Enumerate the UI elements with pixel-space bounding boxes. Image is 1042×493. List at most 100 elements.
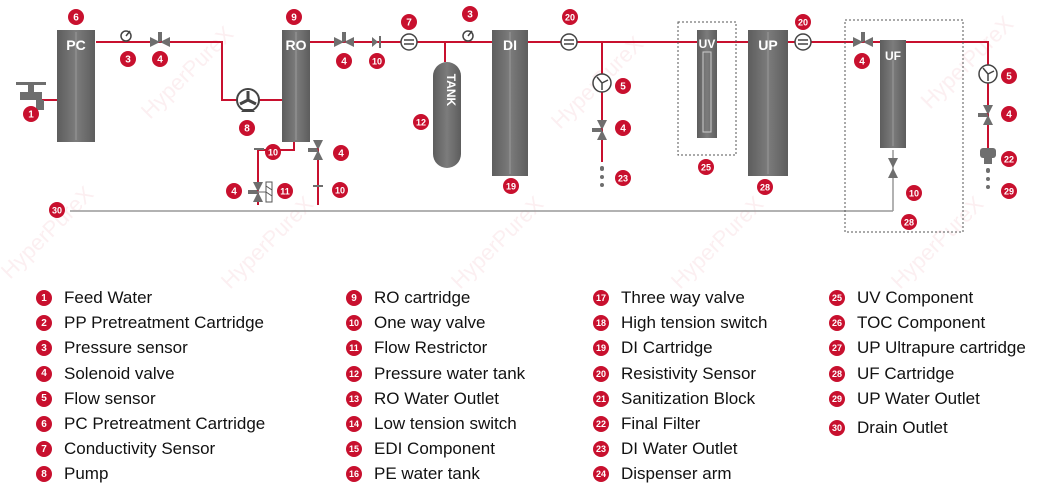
up-outlet-drops-icon: [986, 168, 990, 189]
legend-item: 5 Flow sensor: [36, 389, 156, 409]
legend-number-badge: 14: [346, 416, 362, 432]
marker-number: 29: [1004, 187, 1014, 197]
marker-number: 9: [291, 13, 297, 24]
solenoid-valve-icon: [334, 32, 354, 47]
legend-label: Flow sensor: [64, 388, 156, 408]
legend-item: 6 PC Pretreatment Cartridge: [36, 414, 265, 434]
legend-item: 14 Low tension switch: [346, 414, 517, 434]
pressure-tank: TANK: [433, 62, 461, 168]
legend-label: Conductivity Sensor: [64, 439, 216, 459]
legend-label: Flow Restrictor: [374, 338, 488, 358]
ro-cartridge: RO: [282, 30, 310, 142]
legend-label: Feed Water: [64, 288, 153, 307]
svg-text:HyperPureX: HyperPureX: [216, 191, 319, 290]
marker-drain-valve: 4: [226, 183, 242, 199]
marker-restrictor: 11: [277, 183, 293, 199]
legend-label: UP Water Outlet: [857, 388, 980, 408]
conductivity-sensor-icon: [400, 33, 418, 51]
legend-label: TOC Component: [857, 313, 986, 333]
legend-label: High tension switch: [621, 313, 768, 333]
legend-label: PC Pretreatment Cartridge: [64, 414, 266, 433]
marker-p-sensor-1: 3: [120, 51, 136, 67]
outlet-drops: [600, 166, 990, 189]
marker-uf-oneway: 10: [906, 185, 922, 201]
marker-up-bottom: 28: [757, 179, 773, 195]
legend-label: Final Filter: [621, 414, 701, 433]
up-cartridge: UP: [748, 30, 788, 176]
legend-label: Pressure water tank: [374, 363, 526, 383]
marker-ro-oneway-2: 10: [265, 144, 281, 160]
marker-number: 4: [338, 149, 344, 160]
legend-number-badge: 12: [346, 365, 362, 382]
marker-number: 5: [1006, 72, 1012, 83]
legend-number-badge: 2: [36, 315, 52, 332]
svg-text:HyperPureX: HyperPureX: [666, 191, 769, 290]
uv-component: UV: [697, 30, 717, 138]
marker-cond: 7: [401, 14, 417, 30]
legend-label: Pressure sensor: [64, 338, 188, 358]
legend-label: Low tension switch: [374, 414, 517, 433]
final-filter-icon: [980, 148, 996, 164]
pc-cartridge: PC: [57, 30, 95, 142]
marker-ro-valve-4: 4: [333, 145, 349, 161]
marker-valve-1: 4: [152, 51, 168, 67]
one-way-valve-icon: [372, 36, 381, 48]
marker-number: 8: [244, 124, 250, 135]
legend-number-badge: 20: [593, 365, 609, 382]
legend-item: 2 PP Pretreatment Cartridge: [36, 313, 264, 333]
marker-number: 10: [909, 189, 919, 199]
marker-oneway-1: 10: [369, 53, 385, 69]
legend-label: Dispenser arm: [621, 464, 732, 484]
legend-number-badge: 28: [829, 365, 845, 382]
marker-flow-1: 5: [615, 78, 631, 94]
marker-valve-2: 4: [336, 53, 352, 69]
marker-valve-6: 4: [1001, 106, 1017, 122]
marker-number: 3: [125, 55, 131, 66]
legend-number-badge: 6: [36, 416, 52, 432]
svg-text:HyperPureX: HyperPureX: [0, 181, 98, 284]
marker-number: 28: [904, 218, 914, 228]
solenoid-valve-icon: [978, 105, 993, 125]
marker-res-1: 20: [562, 9, 578, 25]
resistivity-sensor-icon: [560, 33, 578, 51]
svg-text:HyperPureX: HyperPureX: [916, 11, 1019, 114]
flow-sensor-icon: [978, 64, 998, 84]
legend-item: 20 Resistivity Sensor: [593, 364, 756, 384]
pressure-sensor-icon: [462, 30, 474, 42]
legend-number-badge: 29: [829, 390, 845, 407]
marker-di-outlet: 23: [615, 170, 631, 186]
legend-number-badge: 5: [36, 390, 52, 407]
legend-label: PP Pretreatment Cartridge: [64, 313, 264, 333]
marker-number: 20: [798, 18, 808, 28]
legend-number-badge: 11: [346, 340, 362, 357]
legend-number-badge: 17: [593, 290, 609, 306]
marker-ro-top: 9: [286, 9, 302, 25]
flow-restrictor-icon: [265, 181, 273, 203]
solenoid-valve-icon: [308, 140, 323, 160]
legend-item: 12 Pressure water tank: [346, 364, 525, 384]
legend-number-badge: 15: [346, 441, 362, 458]
flow-sensor-icon: [592, 73, 612, 93]
legend-number-badge: 8: [36, 466, 52, 483]
legend-label: RO cartridge: [374, 288, 471, 307]
valve-icons: [150, 32, 993, 202]
legend-label: Resistivity Sensor: [621, 363, 757, 383]
legend-number-badge: 26: [829, 315, 845, 332]
sensor-icons: [400, 33, 812, 51]
marker-number: 10: [372, 57, 382, 67]
legend-number-badge: 4: [36, 365, 52, 382]
marker-number: 10: [335, 186, 345, 196]
svg-text:HyperPureX: HyperPureX: [886, 191, 989, 290]
marker-ro-oneway-3: 10: [332, 182, 348, 198]
